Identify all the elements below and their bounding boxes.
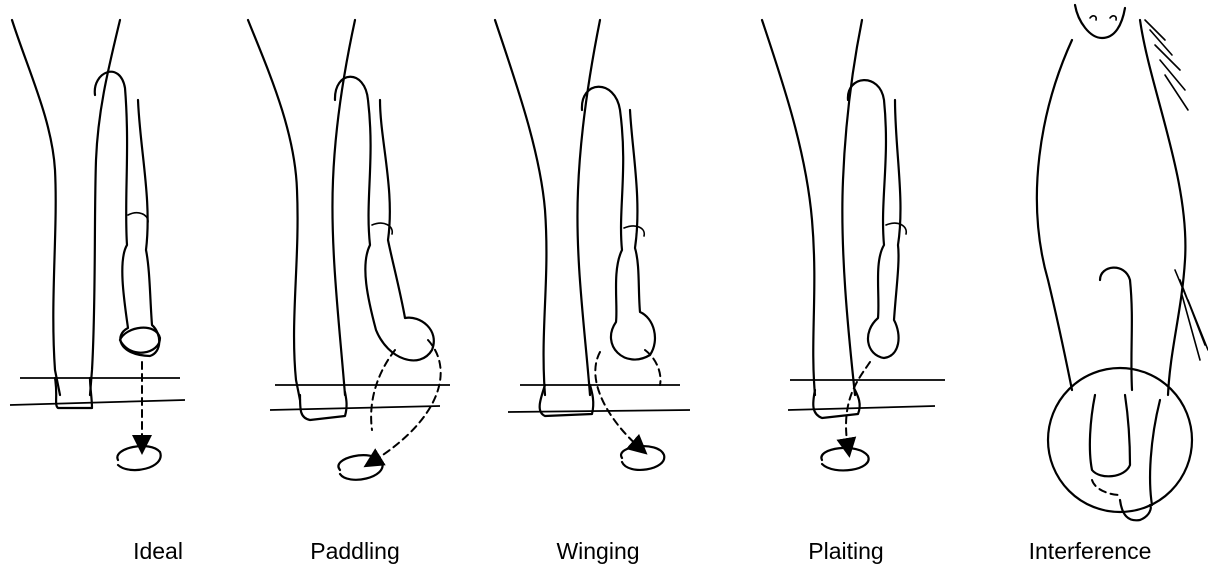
panel-ideal-drawing <box>10 20 185 470</box>
winging-raised-leg <box>582 87 655 360</box>
horse-body-outline <box>1037 40 1072 390</box>
caption-plaiting: Plaiting <box>746 538 946 565</box>
ideal-landing-ring <box>117 446 160 470</box>
caption-ideal: Ideal <box>58 538 258 565</box>
paddling-hoof <box>300 392 347 420</box>
caption-winging: Winging <box>498 538 698 565</box>
interference-magnifier-circle <box>1048 368 1192 512</box>
horse-head-outline <box>1075 5 1125 38</box>
paddling-raised-leg <box>335 77 434 361</box>
panel-interference-drawing <box>1037 5 1208 520</box>
mane-icon <box>1145 20 1188 110</box>
plaiting-landing-ring <box>821 448 868 471</box>
tail-icon <box>1175 270 1208 360</box>
winging-landing-ring <box>621 446 664 470</box>
plaiting-raised-leg <box>848 80 901 358</box>
panel-winging-drawing <box>495 20 690 470</box>
caption-paddling: Paddling <box>255 538 455 565</box>
panel-paddling-drawing <box>248 20 450 480</box>
plaiting-hoof <box>813 390 859 418</box>
caption-interference: Interference <box>990 538 1190 565</box>
ideal-raised-leg <box>95 72 159 356</box>
panel-plaiting-drawing <box>762 20 945 470</box>
